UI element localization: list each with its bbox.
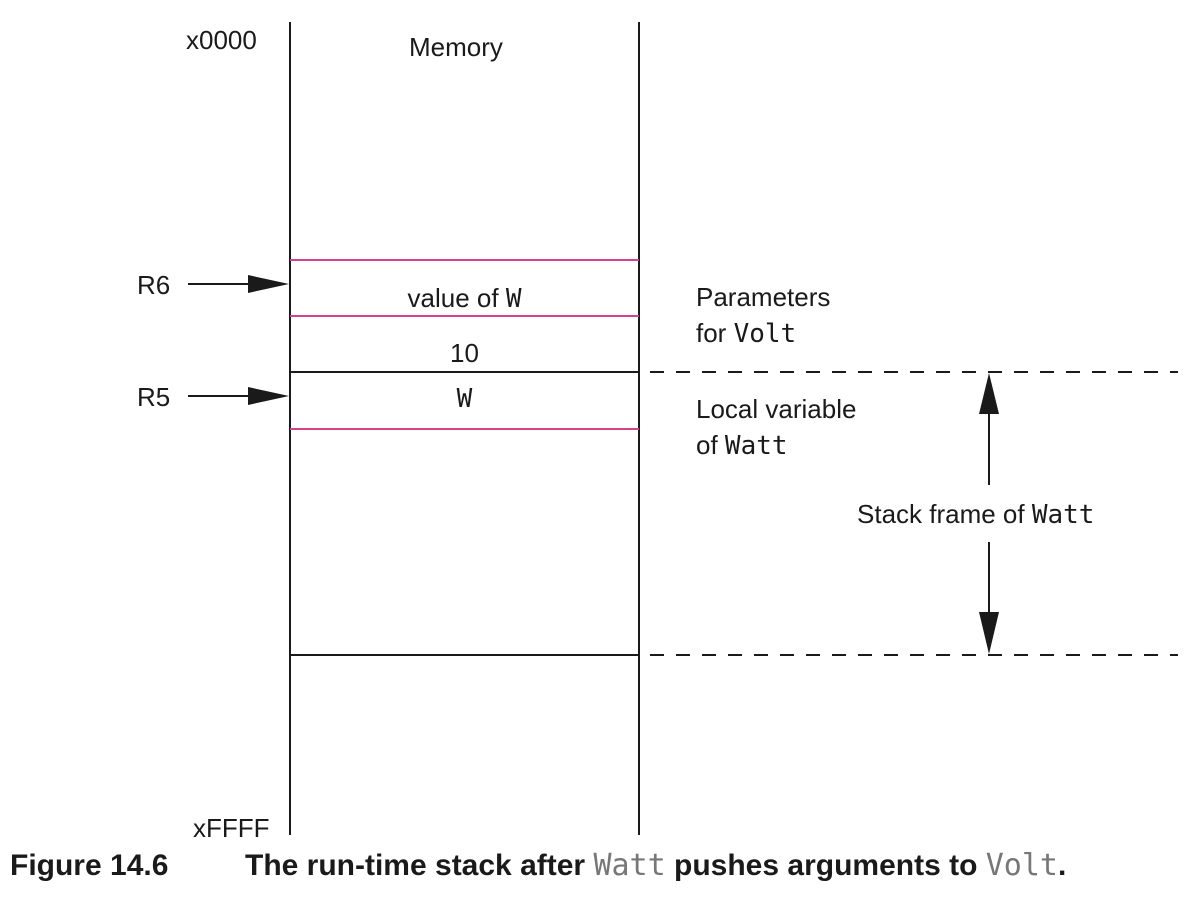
stack-frame-text: Stack frame of: [857, 499, 1032, 529]
local-function-name: Watt: [724, 431, 788, 461]
parameters-label-line2: for Volt: [696, 320, 796, 347]
stack-top-boundary: [290, 259, 639, 261]
caption-text-3: .: [1058, 849, 1067, 882]
figure-number: Figure 14.6: [10, 849, 169, 882]
local-of-text: of: [696, 430, 725, 460]
caption-code-volt: Volt: [985, 848, 1058, 883]
r5-pointer-arrow: [188, 387, 289, 405]
cell-value-of-w: value of W: [290, 285, 639, 312]
frame-up-arrow: [979, 373, 999, 485]
cell-value-of-var: W: [505, 284, 522, 314]
parameters-label-line1: Parameters: [696, 282, 831, 312]
cell-boundary-1: [290, 315, 639, 317]
r6-label: R6: [137, 270, 171, 300]
memory-heading: Memory: [409, 32, 503, 62]
figure-caption: Figure 14.6 The run-time stack after Watt…: [10, 848, 1066, 883]
cell-w: W: [456, 384, 473, 414]
cell-value-of-text: value of: [407, 283, 506, 313]
frame-top-boundary: [290, 371, 639, 373]
stack-frame-label: Stack frame of Watt: [857, 501, 1094, 528]
caption-text-1: The run-time stack after: [245, 849, 594, 882]
caption-text-2: pushes arguments to: [665, 849, 986, 882]
cell-ten: 10: [450, 338, 479, 368]
address-bottom-label: xFFFF: [193, 813, 270, 843]
memory-right-border: [638, 22, 640, 835]
local-variable-label-line1: Local variable: [696, 394, 857, 424]
caption-code-watt: Watt: [593, 848, 666, 883]
frame-down-arrow: [979, 542, 999, 654]
parameters-function-name: Volt: [733, 319, 797, 349]
frame-bottom-boundary: [290, 654, 639, 656]
r6-pointer-arrow: [188, 275, 289, 293]
r5-label: R5: [137, 382, 171, 412]
parameters-for-text: for: [696, 318, 734, 348]
stack-frame-function-name: Watt: [1031, 500, 1095, 530]
local-variable-label-line2: of Watt: [696, 432, 788, 459]
address-top-label: x0000: [186, 25, 257, 55]
cell-boundary-2: [290, 428, 639, 430]
